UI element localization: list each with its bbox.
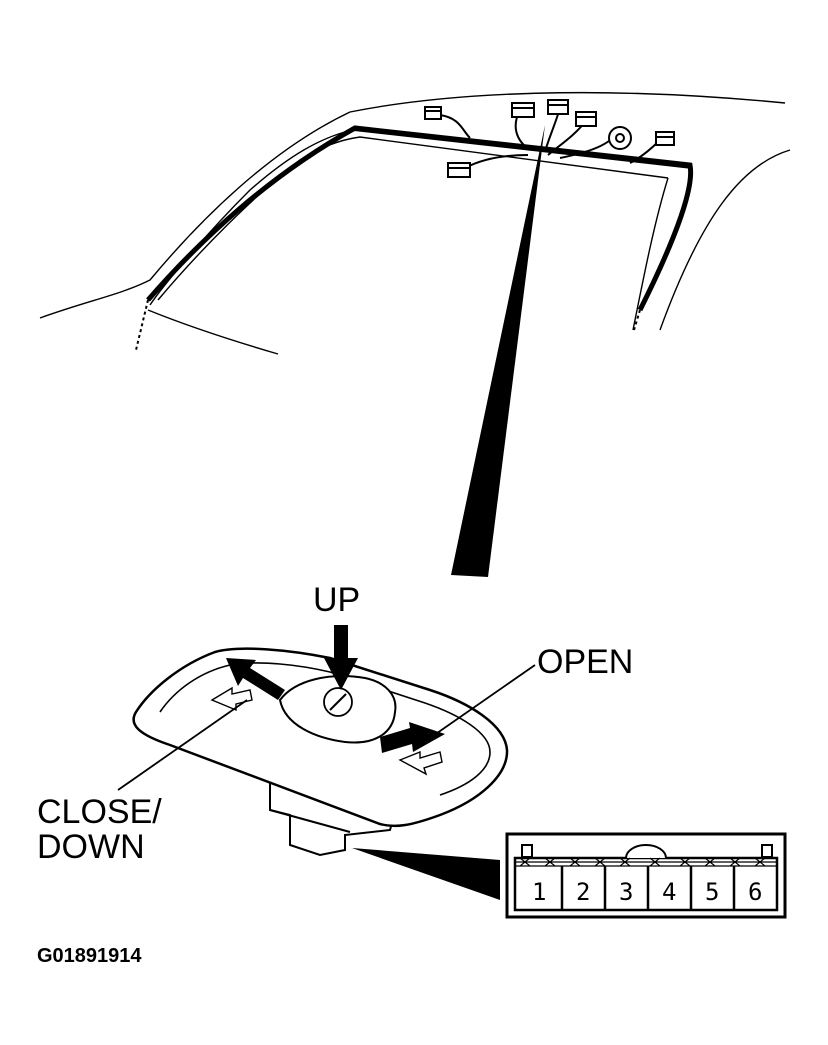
connector-plug-3 [547, 99, 569, 115]
connector-face [505, 832, 787, 919]
connector-plug-2 [511, 102, 535, 118]
connector-plug-5 [655, 131, 675, 146]
label-close: CLOSE/ [37, 793, 162, 831]
leader-open [429, 664, 536, 739]
label-up: UP [313, 581, 361, 619]
emboss-arrow-left [210, 686, 253, 712]
harness-main [146, 125, 694, 312]
action-arrows [226, 625, 445, 753]
figure-code: G01891914 [37, 945, 142, 967]
leader-lines [117, 664, 536, 791]
up-arrow [324, 625, 358, 690]
open-arrow [380, 722, 445, 753]
hood-line [147, 309, 279, 355]
roof-top-line [39, 91, 786, 319]
label-down: DOWN [37, 828, 145, 866]
connector-pin-6: 6 [748, 878, 763, 906]
pillar-right-line [659, 149, 791, 331]
callout-wedge-switch [451, 125, 545, 577]
connector-plug-4 [575, 111, 597, 127]
connector-round [608, 126, 632, 150]
connector-pin-4: 4 [662, 878, 677, 906]
pillar-right-inner [632, 177, 669, 331]
sunroof-switch [132, 647, 509, 857]
connector-pin-3: 3 [619, 878, 634, 906]
harness-connectors [424, 99, 675, 178]
connector-crosshatch [515, 857, 777, 867]
windshield-outer-line [149, 129, 691, 306]
leader-close-down [117, 699, 248, 791]
close-arrow [226, 658, 285, 700]
connector-pin-5: 5 [705, 878, 720, 906]
connector-pin-1: 1 [532, 878, 547, 906]
switch-bezel-inner [159, 662, 491, 796]
switch-knob-dial-slot [329, 693, 347, 711]
connector-latch-right [761, 844, 773, 858]
callout-wedge-connector [352, 848, 500, 900]
connector-latch-left [521, 844, 533, 858]
label-open: OPEN [537, 643, 634, 681]
branch-1 [439, 114, 471, 139]
emboss-arrow-right [398, 750, 443, 776]
connector-plug-6 [447, 162, 471, 178]
switch-housing-edge [269, 809, 351, 833]
connector-pin-dividers [560, 866, 736, 910]
windshield-inner-line [157, 136, 669, 301]
harness-tail-left [135, 299, 149, 351]
connector-pin-2: 2 [576, 878, 591, 906]
connector-plug-1 [424, 106, 442, 120]
branch-7 [464, 154, 529, 169]
connector-key [625, 844, 667, 859]
vehicle-roof-outline [39, 91, 791, 355]
